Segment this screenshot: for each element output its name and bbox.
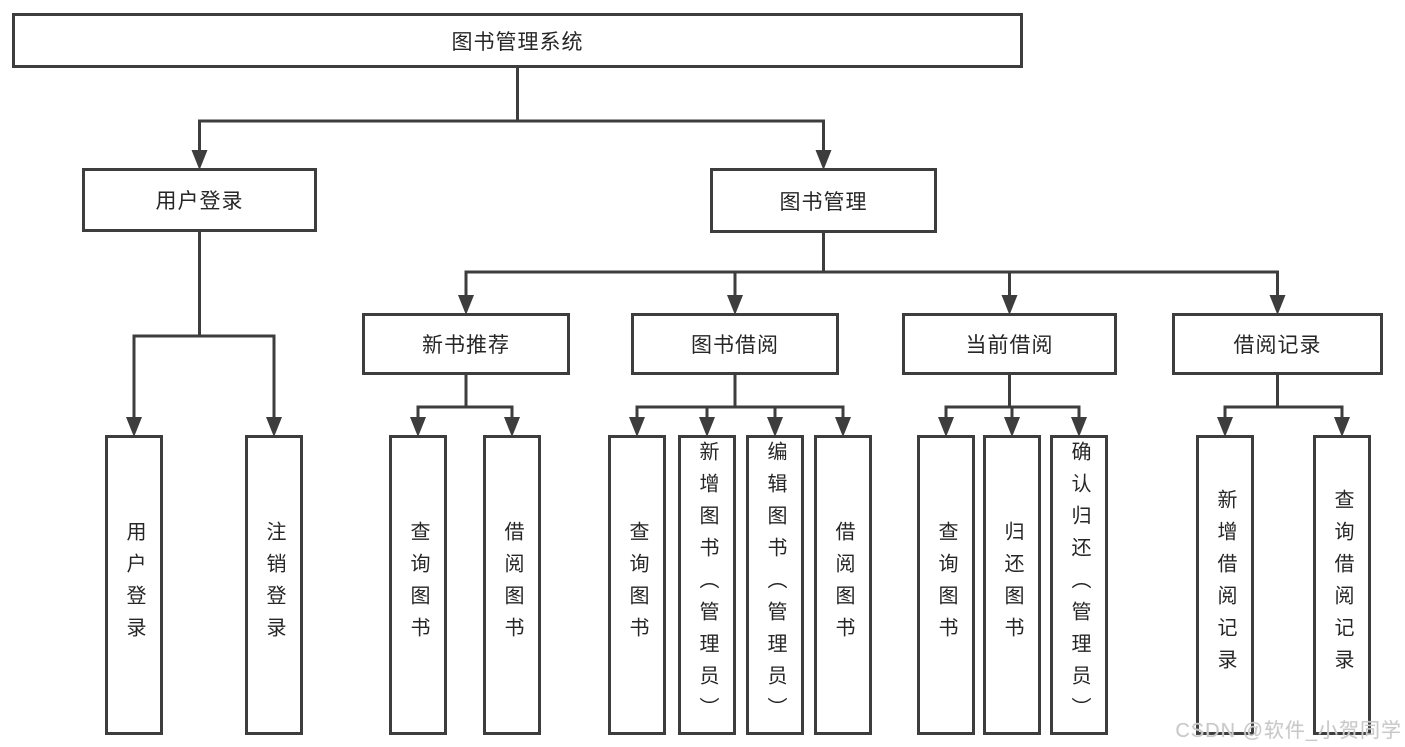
- arrowhead-icon: [458, 295, 474, 315]
- diagram-node-leaf-logout: 注销登录: [245, 435, 303, 735]
- arrowhead-icon: [1071, 417, 1087, 437]
- node-label-leaf-query-record: 查询借阅记录: [1331, 489, 1353, 681]
- node-label-user-login: 用户登录: [155, 190, 244, 213]
- node-label-leaf-add-record: 新增借阅记录: [1214, 489, 1236, 681]
- diagram-node-leaf-borrow-books-2: 借阅图书: [814, 435, 872, 735]
- arrowhead-icon: [1269, 295, 1286, 315]
- arrowhead-icon: [1334, 417, 1350, 437]
- diagram-node-leaf-query-record: 查询借阅记录: [1313, 435, 1371, 735]
- node-label-leaf-edit-books: 编辑图书（管理员）: [764, 441, 786, 729]
- arrowhead-icon: [629, 417, 645, 437]
- node-label-leaf-query-books-2: 查询图书: [626, 521, 648, 649]
- arrowhead-icon: [835, 417, 851, 437]
- arrowhead-icon: [410, 417, 426, 437]
- diagram-node-new-books: 新书推荐: [362, 313, 570, 375]
- node-label-book-mgmt: 图书管理: [779, 190, 868, 214]
- diagram-node-leaf-borrow-books-1: 借阅图书: [483, 435, 541, 735]
- diagram-node-leaf-query-books-1: 查询图书: [389, 435, 447, 735]
- arrowhead-icon: [191, 150, 208, 170]
- node-label-book-borrow: 图书借阅: [691, 334, 779, 357]
- diagram-node-leaf-query-books-2: 查询图书: [608, 435, 666, 735]
- arrowhead-icon: [699, 417, 715, 437]
- node-label-current-borrow: 当前借阅: [965, 334, 1054, 357]
- watermark: CSDN @软件_小贺同学: [1175, 720, 1402, 742]
- node-label-root: 图书管理系统: [451, 30, 584, 54]
- arrowhead-icon: [815, 150, 832, 170]
- node-label-borrow-records: 借阅记录: [1233, 334, 1322, 357]
- diagram-node-leaf-confirm-return: 确认归还（管理员）: [1050, 435, 1108, 735]
- arrowhead-icon: [1001, 295, 1018, 315]
- arrowhead-icon: [727, 295, 743, 315]
- diagram-node-leaf-return-books: 归还图书: [983, 435, 1041, 735]
- arrowhead-icon: [1217, 417, 1233, 437]
- node-label-new-books: 新书推荐: [422, 334, 510, 357]
- arrowhead-icon: [767, 417, 783, 437]
- arrowhead-icon: [266, 417, 282, 437]
- node-label-leaf-borrow-books-2: 借阅图书: [832, 521, 854, 649]
- node-label-leaf-query-books-3: 查询图书: [935, 521, 957, 649]
- diagram-node-book-mgmt: 图书管理: [710, 168, 937, 233]
- arrowhead-icon: [126, 417, 142, 437]
- node-label-leaf-logout: 注销登录: [263, 521, 285, 649]
- diagram-node-current-borrow: 当前借阅: [902, 313, 1117, 375]
- node-label-leaf-borrow-books-1: 借阅图书: [501, 521, 523, 649]
- diagram-node-leaf-add-record: 新增借阅记录: [1196, 435, 1254, 735]
- node-label-leaf-user-login: 用户登录: [123, 521, 145, 649]
- diagram-node-leaf-query-books-3: 查询图书: [917, 435, 975, 735]
- diagram-node-leaf-edit-books: 编辑图书（管理员）: [746, 435, 804, 735]
- arrowhead-icon: [504, 417, 520, 437]
- node-label-leaf-add-books: 新增图书（管理员）: [696, 441, 718, 729]
- arrowhead-icon: [938, 417, 954, 437]
- diagram-node-leaf-add-books: 新增图书（管理员）: [678, 435, 736, 735]
- node-label-leaf-query-books-1: 查询图书: [407, 521, 429, 649]
- diagram-node-root: 图书管理系统: [12, 13, 1023, 68]
- node-label-leaf-confirm-return: 确认归还（管理员）: [1068, 441, 1090, 729]
- arrowhead-icon: [1004, 417, 1020, 437]
- diagram-node-borrow-records: 借阅记录: [1172, 313, 1383, 375]
- diagram-node-user-login: 用户登录: [82, 168, 317, 232]
- node-label-leaf-return-books: 归还图书: [1001, 521, 1023, 649]
- diagram-node-book-borrow: 图书借阅: [631, 313, 839, 375]
- diagram-node-leaf-user-login: 用户登录: [105, 435, 163, 735]
